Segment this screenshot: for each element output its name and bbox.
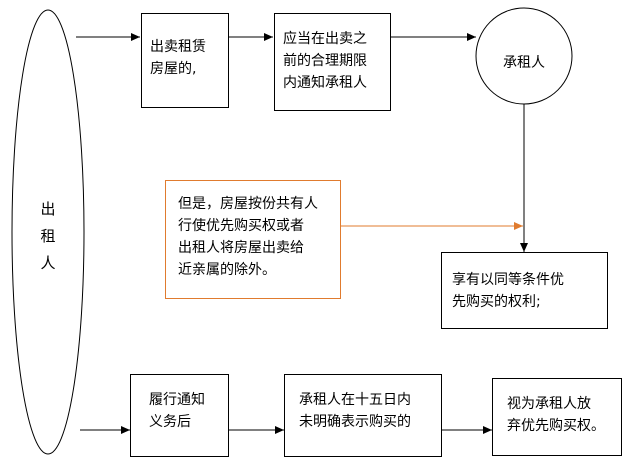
box-line: 弃优先购买权。 [507,418,605,434]
box-line: 房屋的, [150,61,197,77]
box-line: 出租人将房屋出卖给 [178,240,304,256]
box-line: 承租人在十五日内 [299,392,411,408]
box-line: 出卖租赁 [150,39,206,55]
box-after-notice: 履行通知 义务后 [130,374,229,457]
box-line: 近亲属的除外。 [178,262,276,278]
box-line: 前的合理期限 [283,53,367,69]
box-line: 先购买的权利; [452,294,541,310]
box-line: 未明确表示购买的 [299,414,411,430]
box-notify-before-sale: 应当在出卖之 前的合理期限 内通知承租人 [274,13,391,111]
landlord-ellipse [11,9,85,455]
box-line: 但是，房屋按份共有人 [178,196,318,212]
box-no-response-15-days: 承租人在十五日内 未明确表示购买的 [284,374,442,457]
box-exception: 但是，房屋按份共有人 行使优先购买权或者 出租人将房屋出卖给 近亲属的除外。 [165,180,341,299]
landlord-label: 出 租 人 [36,196,60,277]
box-selling-leased-house: 出卖租赁 房屋的, [141,13,229,108]
box-waive-right: 视为承租人放 弃优先购买权。 [492,378,622,456]
box-line: 内通知承租人 [283,75,367,91]
landlord-char: 租 [40,227,56,245]
box-line: 应当在出卖之 [283,31,367,47]
box-line: 履行通知 [149,392,205,408]
box-line: 享有以同等条件优 [452,272,564,288]
box-line: 视为承租人放 [507,396,591,412]
box-line: 行使优先购买权或者 [178,218,304,234]
tenant-label: 承租人 [503,55,545,71]
box-line: 义务后 [149,414,191,430]
landlord-char: 人 [40,254,56,272]
landlord-char: 出 [40,200,56,218]
box-preemptive-right: 享有以同等条件优 先购买的权利; [441,252,608,329]
